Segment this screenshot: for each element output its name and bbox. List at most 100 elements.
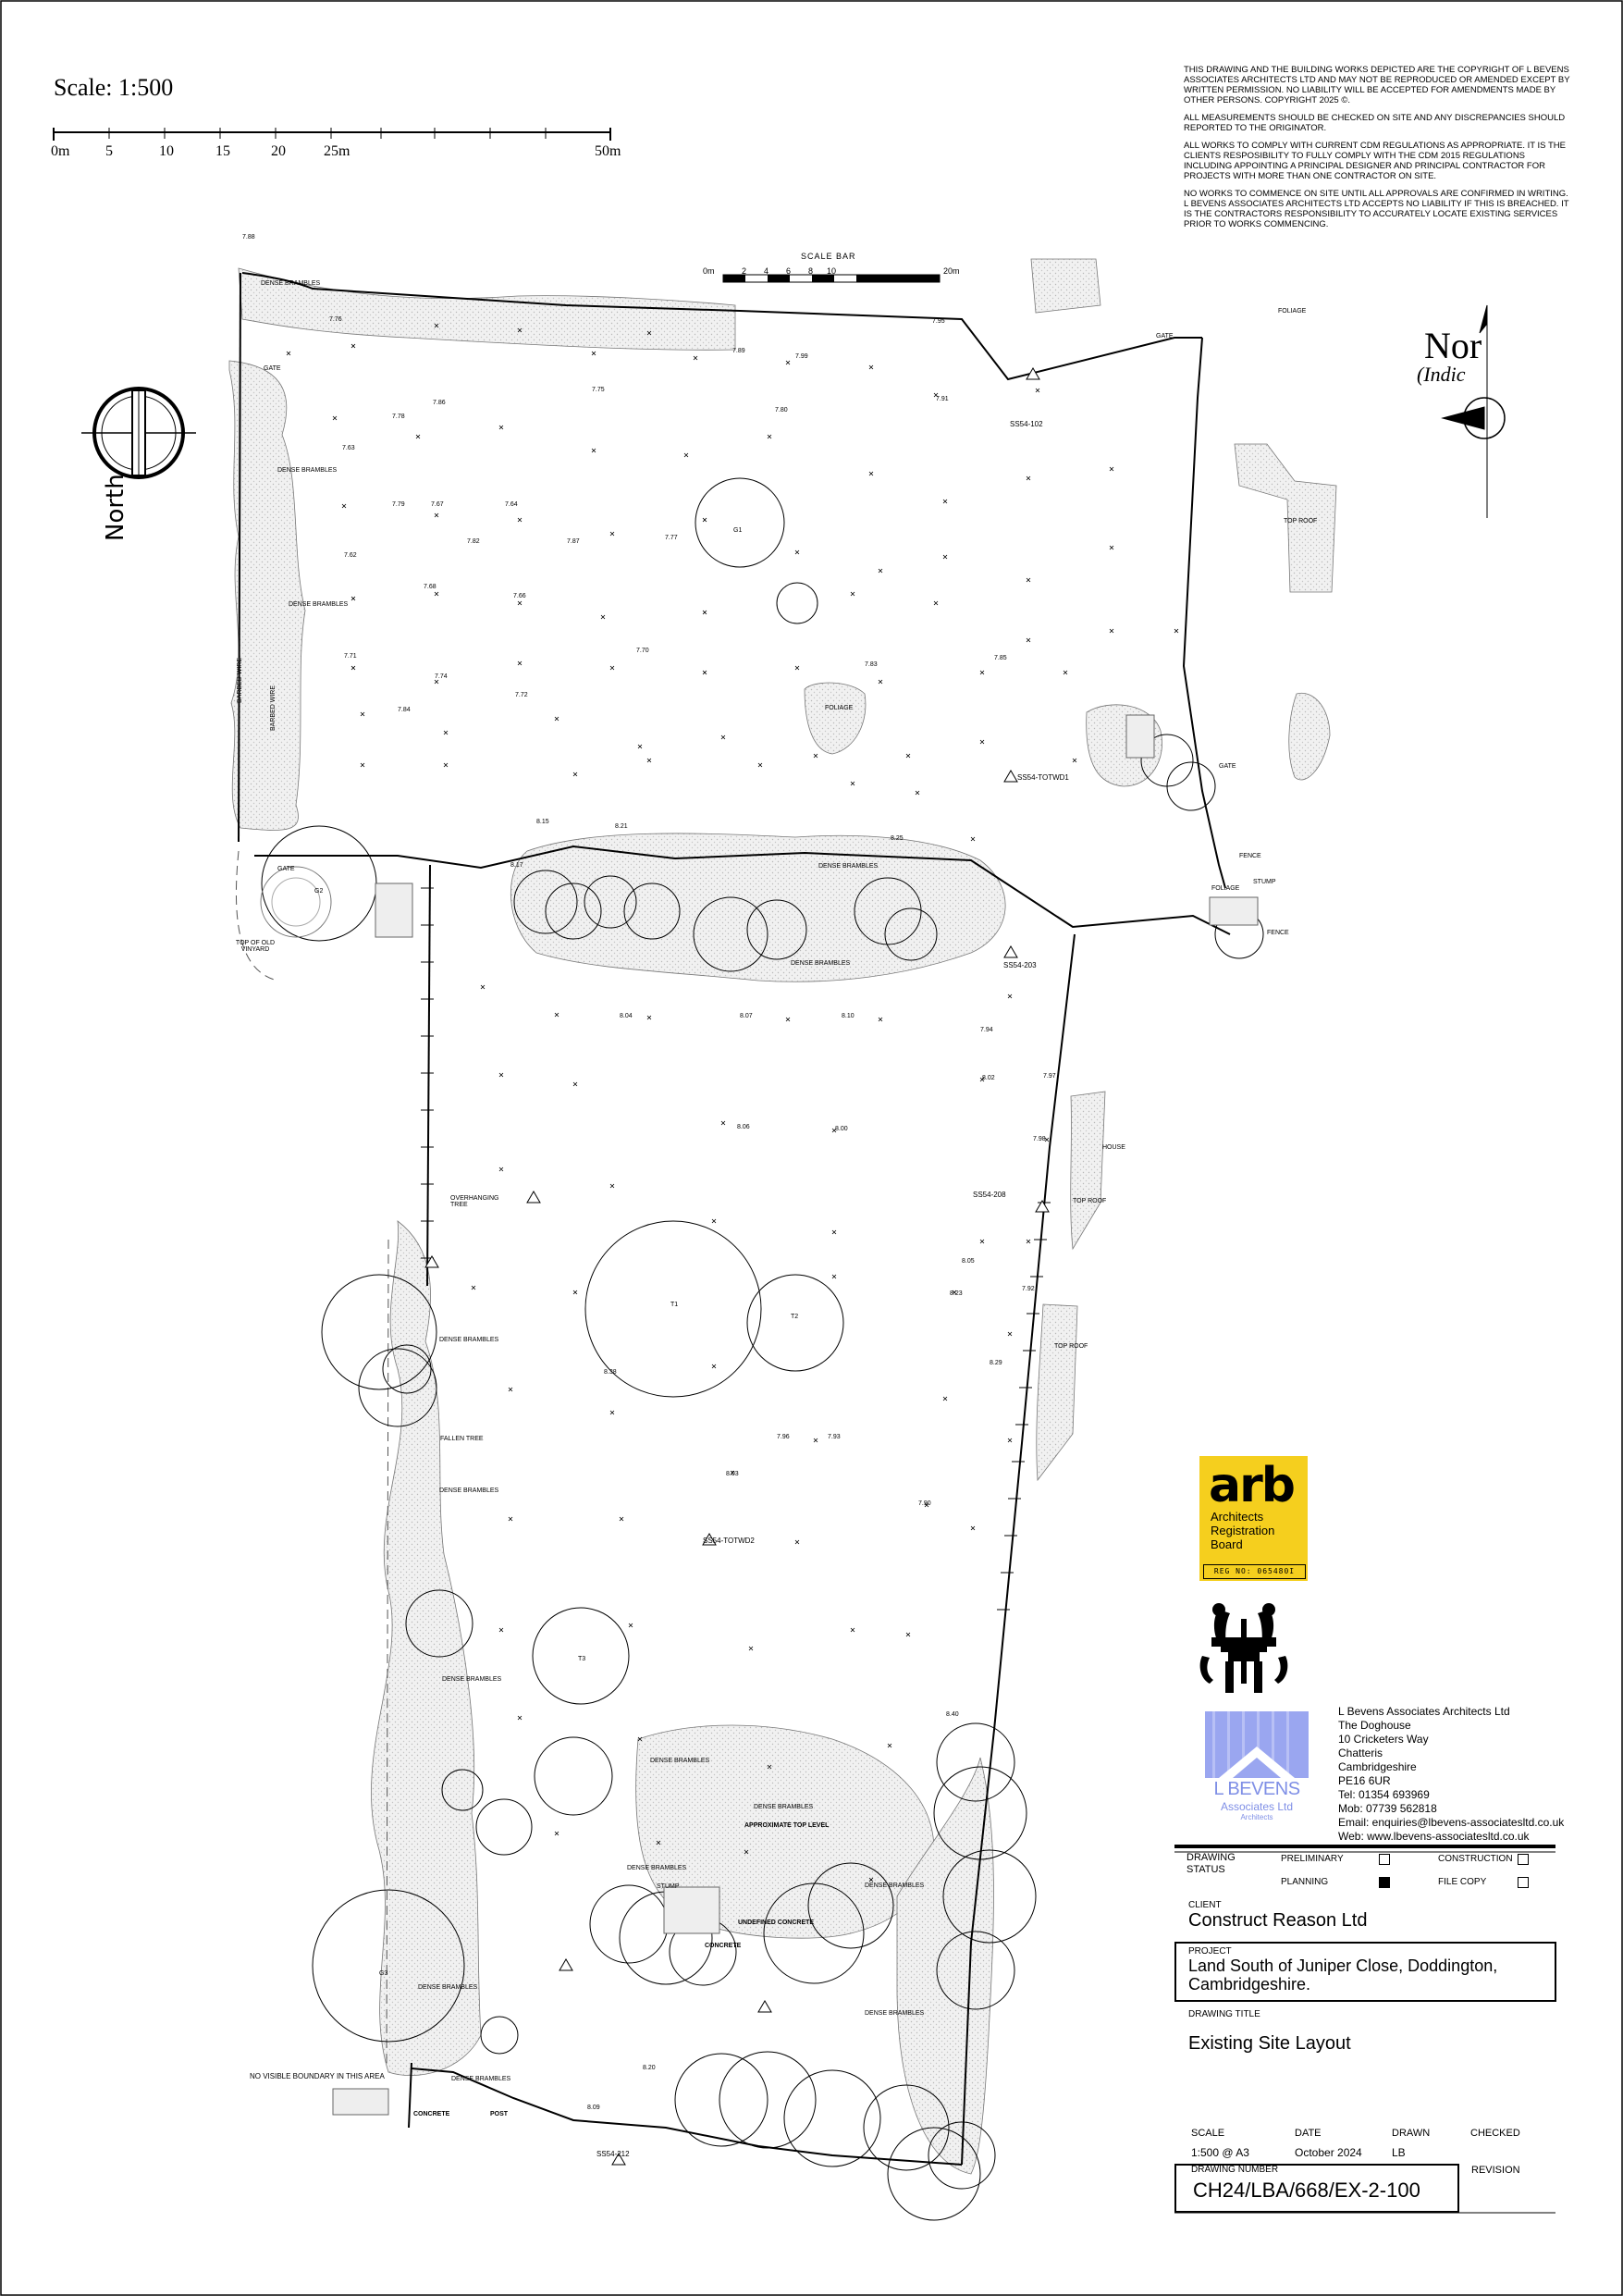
label-fallen-tree: FALLEN TREE xyxy=(440,1436,484,1442)
label-gate: GATE xyxy=(277,866,295,872)
label-top-roof: TOP ROOF xyxy=(1284,518,1318,525)
address-line: Tel: 01354 693969 xyxy=(1338,1788,1430,1801)
spot-level: 7.84 xyxy=(398,707,411,713)
drawing-title-label: DRAWING TITLE xyxy=(1188,2009,1260,2019)
site-boundaries xyxy=(238,272,1231,2166)
label-foliage: FOLIAGE xyxy=(1278,308,1307,315)
crest-icon xyxy=(1199,1603,1288,1693)
address-line: L Bevens Associates Architects Ltd xyxy=(1338,1705,1510,1718)
label-dense-brambles: DENSE BRAMBLES xyxy=(791,960,851,967)
status-option-label: PLANNING xyxy=(1281,1877,1329,1887)
spot-level: 7.91 xyxy=(936,396,949,402)
scale-tick-label: 5 xyxy=(105,143,113,159)
revision-label: REVISION xyxy=(1471,2165,1520,2176)
lbevens-logo-assoc: Associates Ltd xyxy=(1220,1800,1294,1813)
spot-level: 7.86 xyxy=(433,400,446,406)
checked-label: CHECKED xyxy=(1470,2128,1520,2139)
drawn-label: DRAWN xyxy=(1392,2128,1431,2139)
spot-level: 7.96 xyxy=(777,1434,790,1440)
spot-level: 8.10 xyxy=(842,1013,855,1019)
spot-level: 7.63 xyxy=(342,445,355,451)
spot-level: 7.80 xyxy=(775,407,788,414)
spot-level: 8.38 xyxy=(604,1369,617,1376)
status-checkbox-planning[interactable] xyxy=(1379,1877,1390,1888)
spot-level: 7.68 xyxy=(424,584,436,590)
project-line: Cambridgeshire. xyxy=(1188,1975,1311,1994)
note-copyright: THIS DRAWING AND THE BUILDING WORKS DEPI… xyxy=(1184,65,1570,105)
scale-label: SCALE xyxy=(1191,2128,1225,2139)
spot-level: 8.29 xyxy=(990,1360,1002,1366)
note-commence: NO WORKS TO COMMENCE ON SITE UNTIL ALL A… xyxy=(1184,189,1569,229)
structures xyxy=(332,714,1259,2116)
status-checkbox-file-copy[interactable] xyxy=(1518,1877,1529,1888)
drawn-value: LB xyxy=(1392,2146,1406,2159)
scale-tick-label: 50m xyxy=(595,143,621,159)
north-arrow-left xyxy=(81,387,196,479)
spot-level: 7.94 xyxy=(980,1027,993,1033)
date-value: October 2024 xyxy=(1295,2146,1362,2159)
survey-station-label: SS54-203 xyxy=(1003,961,1037,969)
spot-level: 7.97 xyxy=(1043,1073,1056,1080)
client-label: CLIENT xyxy=(1188,1900,1222,1910)
survey-station-label: SS54-208 xyxy=(973,1191,1006,1199)
arb-name-line: Registration xyxy=(1211,1524,1275,1537)
address-line[interactable]: Web: www.lbevens-associatesltd.co.uk xyxy=(1338,1830,1530,1843)
survey-scale-tick: 8 xyxy=(808,266,814,276)
label-dense-brambles: DENSE BRAMBLES xyxy=(439,1487,499,1494)
spot-level: 7.93 xyxy=(828,1434,841,1440)
survey-stations xyxy=(424,367,1050,2166)
scale-tick-label: 15 xyxy=(215,143,230,159)
date-label: DATE xyxy=(1295,2128,1322,2139)
spot-level: 7.64 xyxy=(505,501,518,508)
label-dense-brambles: DENSE BRAMBLES xyxy=(442,1676,502,1683)
spot-level: 7.75 xyxy=(592,387,605,393)
north-arrow-right xyxy=(1441,304,1506,518)
status-checkbox-construction[interactable] xyxy=(1518,1854,1529,1865)
north-label-right: Nor xyxy=(1424,325,1482,366)
survey-scale-end: 20m xyxy=(943,266,960,276)
label-overhanging-tree: OVERHANGING TREE xyxy=(450,1195,499,1208)
spot-level: 7.78 xyxy=(392,414,405,420)
address-line: Mob: 07739 562818 xyxy=(1338,1802,1437,1815)
arb-logo-mark: arb xyxy=(1209,1458,1296,1513)
arb-name: Architects Registration Board xyxy=(1211,1510,1274,1551)
label-dense-brambles: DENSE BRAMBLES xyxy=(451,2076,511,2082)
address-line: 10 Cricketers Way xyxy=(1338,1733,1429,1746)
spot-level: 7.83 xyxy=(865,661,878,668)
lbevens-logo-arch: Architects xyxy=(1240,1813,1273,1821)
label-gate: GATE xyxy=(1219,763,1236,770)
survey-scale-bar xyxy=(722,274,941,283)
label-dense-brambles: DENSE BRAMBLES xyxy=(439,1337,499,1343)
spot-level: 7.85 xyxy=(994,655,1007,661)
label-fence: FENCE xyxy=(1267,930,1289,936)
survey-scale-tick: 10 xyxy=(827,266,837,276)
label-foliage: FOLIAGE xyxy=(825,705,854,711)
status-checkbox-preliminary[interactable] xyxy=(1379,1854,1390,1865)
spot-level: 7.99 xyxy=(795,353,808,360)
label-dense-brambles: DENSE BRAMBLES xyxy=(754,1804,814,1810)
label-top-of-old-vinyard: TOP OF OLD VINYARD xyxy=(235,940,276,953)
spot-level: 8.00 xyxy=(835,1126,848,1132)
label-gate: GATE xyxy=(1156,333,1174,339)
spot-level: 7.71 xyxy=(344,653,357,660)
scale-title: Scale: 1:500 xyxy=(54,74,174,101)
arb-reg-number: REG NO: 065480I xyxy=(1203,1564,1306,1579)
note-cdm: ALL WORKS TO COMPLY WITH CURRENT CDM REG… xyxy=(1184,141,1566,181)
spot-level: 7.87 xyxy=(567,538,580,545)
survey-station-label: SS54-TOTWD2 xyxy=(703,1537,755,1545)
address-line[interactable]: Email: enquiries@lbevens-associatesltd.c… xyxy=(1338,1816,1565,1829)
status-option-label: FILE COPY xyxy=(1438,1877,1487,1887)
drawing-number-label: DRAWING NUMBER xyxy=(1191,2165,1279,2175)
tree-label: G1 xyxy=(733,527,743,534)
address-line: PE16 6UR xyxy=(1338,1774,1391,1787)
address-line: Chatteris xyxy=(1338,1747,1383,1759)
survey-scale-start: 0m xyxy=(703,266,715,276)
spot-level: 8.09 xyxy=(587,2105,600,2111)
label-no-visible-boundary: NO VISIBLE BOUNDARY IN THIS AREA xyxy=(250,2072,385,2080)
spot-level: 8.06 xyxy=(737,1124,750,1130)
label-approximate-top-level: APPROXIMATE TOP LEVEL xyxy=(744,1822,830,1829)
spot-level: 8.21 xyxy=(615,823,628,830)
spot-level: 8.03 xyxy=(726,1471,739,1477)
scale-value: 1:500 @ A3 xyxy=(1191,2146,1249,2159)
